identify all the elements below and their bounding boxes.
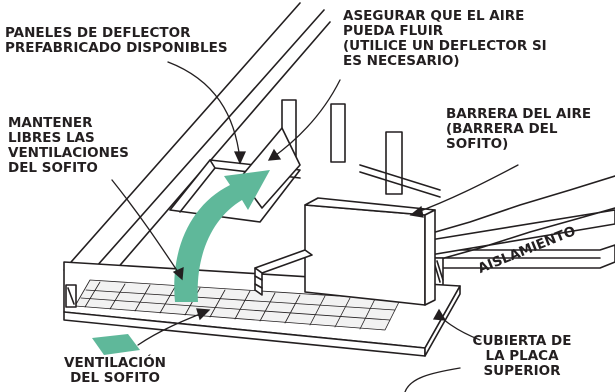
label-wind-barrier: BARRERA DEL AIRE (BARRERA DEL SOFITO) (446, 106, 592, 152)
label-soffit-vent: VENTILACIÓN DEL SOFITO (64, 355, 166, 386)
rafter-ends (65, 284, 77, 308)
label-top-plate: CUBIERTA DE LA PLACA SUPERIOR (472, 333, 572, 379)
label-baffle-panels: PANELES DE DEFLECTOR PREFABRICADO DISPON… (5, 25, 228, 56)
label-airflow: ASEGURAR QUE EL AIRE PUEDA FLUIR (UTILIC… (343, 8, 547, 69)
block (254, 249, 313, 296)
airflow-arrow (174, 170, 270, 302)
leader-lines (111, 61, 519, 392)
label-keep-vents-clear: MANTENER LIBRES LAS VENTILACIONES DEL SO… (8, 115, 129, 176)
back-framing (281, 99, 441, 198)
soffit-vent-mesh (74, 279, 401, 331)
wind-barrier (304, 197, 436, 306)
soffit-vent-marker (92, 334, 140, 355)
